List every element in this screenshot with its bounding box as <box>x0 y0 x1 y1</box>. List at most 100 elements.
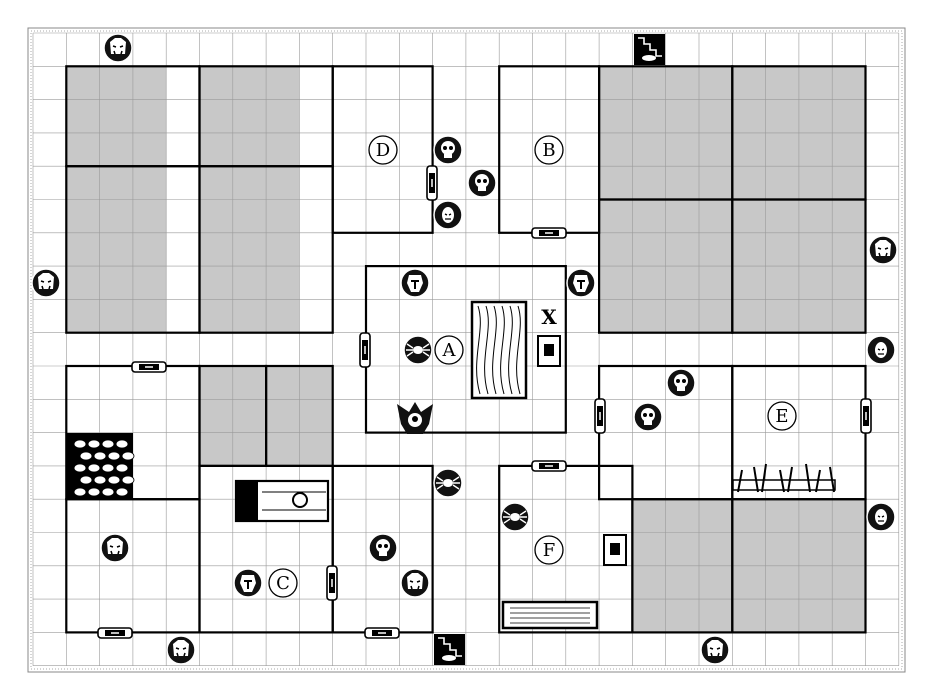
blocked-area <box>199 166 300 333</box>
door-icon[interactable] <box>426 165 438 201</box>
rubble-stone <box>73 463 87 473</box>
chest-icon[interactable] <box>537 335 561 367</box>
skull-icon <box>433 135 463 165</box>
door-icon[interactable] <box>326 565 338 601</box>
weapon-shaft <box>737 469 743 493</box>
door-icon[interactable] <box>531 227 567 239</box>
skull-face <box>441 141 455 155</box>
chaos-warrior-icon <box>566 268 596 298</box>
marker-x: X <box>541 305 557 329</box>
door-icon[interactable] <box>359 332 371 368</box>
door-icon[interactable] <box>531 460 567 472</box>
rubble-stone <box>93 451 107 461</box>
rack-icon[interactable] <box>234 479 330 523</box>
door-icon[interactable] <box>860 398 872 434</box>
weapon-shaft <box>787 466 793 493</box>
orc-face <box>875 240 891 256</box>
weapon-shaft <box>761 463 767 493</box>
skull-eye <box>378 544 382 548</box>
room-label-text: F <box>543 540 556 561</box>
chaos-warrior-icon <box>400 268 430 298</box>
orc-brow <box>877 247 889 250</box>
chest-lock <box>610 543 620 555</box>
chest-lock <box>544 344 554 356</box>
room-label-b: B <box>534 135 564 165</box>
rack-end <box>236 481 258 521</box>
skull-eye <box>449 146 453 150</box>
door-icon[interactable] <box>594 398 606 434</box>
blocked-area <box>66 66 167 167</box>
orc-tusk <box>110 550 120 555</box>
skull-eye <box>676 379 680 383</box>
wood-grain <box>516 305 521 395</box>
rubble-stone <box>121 451 135 461</box>
rubble-stone <box>87 439 101 449</box>
blocked-area <box>199 66 300 167</box>
chest-icon[interactable] <box>603 534 627 566</box>
goblin-features <box>877 515 885 522</box>
stair-base <box>642 55 656 61</box>
orc-brow <box>112 45 124 48</box>
orc-face <box>110 38 126 54</box>
skull-eye <box>649 413 653 417</box>
door-icon[interactable] <box>131 361 167 373</box>
orc-tusk <box>410 585 420 590</box>
table-icon[interactable] <box>470 300 528 400</box>
orc-icon <box>868 235 898 265</box>
skull-face <box>376 539 390 553</box>
goblin-features <box>444 213 452 220</box>
skull-jaw <box>478 187 486 191</box>
room-wall <box>198 165 334 334</box>
skull-icon <box>666 368 696 398</box>
stairway-icon[interactable] <box>434 634 465 665</box>
door-icon[interactable] <box>97 627 133 639</box>
orc-tusk <box>113 50 123 55</box>
rubble-stone <box>115 439 129 449</box>
fimir-eye <box>412 416 418 422</box>
spider-icon <box>500 502 530 532</box>
wood-grain <box>484 305 489 395</box>
wood-grain <box>500 305 505 395</box>
rubble-stone <box>101 439 115 449</box>
door-icon[interactable] <box>364 627 400 639</box>
bench-icon[interactable] <box>501 600 599 630</box>
spider-legs <box>503 510 527 524</box>
stairway-icon[interactable] <box>634 34 665 65</box>
goblin-features <box>877 348 885 355</box>
room-wall <box>731 498 867 634</box>
rack-wheel <box>292 492 308 508</box>
weapon-shaft <box>753 466 759 493</box>
skull-icon <box>633 402 663 432</box>
room-label-ring <box>534 135 564 165</box>
orc-brow <box>40 280 52 283</box>
orc-tusk <box>710 652 720 657</box>
orc-brow <box>109 545 121 548</box>
orc-face <box>107 538 123 554</box>
goblin-face <box>442 207 454 223</box>
skull-jaw <box>644 421 652 425</box>
room-label-f: F <box>534 535 564 565</box>
skull-eye <box>643 413 647 417</box>
rubble-stone <box>101 463 115 473</box>
skull-jaw <box>379 552 387 556</box>
skull-icon <box>368 533 398 563</box>
spider-body <box>443 479 453 487</box>
orc-face <box>173 640 189 656</box>
stair-steps <box>638 37 662 57</box>
weapon-shaft <box>779 469 785 493</box>
weapons-rack-icon[interactable] <box>732 463 836 493</box>
chaos-visor <box>244 580 252 589</box>
chaos-visor <box>411 280 419 289</box>
skull-eye <box>483 179 487 183</box>
stair-base <box>442 655 456 661</box>
rubble-stone <box>101 487 115 497</box>
spider-legs <box>406 343 430 357</box>
wood-grain <box>492 305 497 395</box>
room-label-ring <box>268 568 298 598</box>
orc-face <box>407 573 423 589</box>
spider-body <box>510 513 520 521</box>
spider-icon <box>403 335 433 365</box>
orc-icon <box>100 533 130 563</box>
room-label-text: D <box>376 140 390 161</box>
orc-tusk <box>878 252 888 257</box>
